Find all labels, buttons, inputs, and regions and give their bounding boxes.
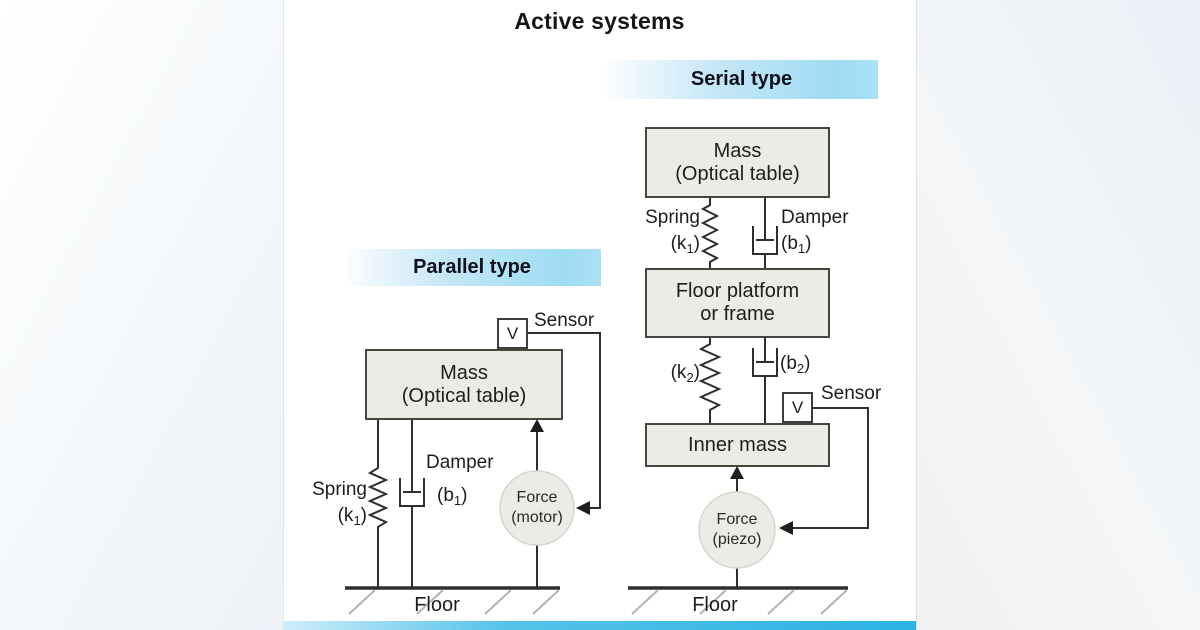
parallel-sensor-label: Sensor: [534, 310, 595, 331]
serial-damper1-label: Damper (b1): [781, 205, 849, 257]
serial-force-line2: (piezo): [712, 531, 762, 548]
parallel-sensor-box: V: [497, 318, 528, 349]
serial-floor-hatching: [631, 589, 848, 615]
background-gradient-right: [916, 0, 1200, 630]
parallel-force-label: Force (motor): [487, 488, 587, 528]
background-gradient-left: [0, 0, 284, 630]
parallel-spring-label: Spring (k1): [267, 477, 367, 529]
serial-force-label: Force (piezo): [687, 510, 787, 550]
serial-sensor-label: Sensor: [821, 383, 882, 404]
bottom-accent-bar: [283, 621, 916, 630]
parallel-force-line1: Force: [516, 489, 558, 506]
parallel-type-banner: Parallel type: [343, 249, 601, 286]
serial-platform-line1: Floor platform: [675, 280, 800, 302]
serial-inner-mass-box: Inner mass: [645, 423, 830, 467]
serial-spring2-constant: (k2): [670, 362, 700, 385]
parallel-floor-hatching: [348, 589, 560, 615]
parallel-spring-name: Spring: [312, 479, 367, 500]
serial-mass-line2: (Optical table): [675, 162, 800, 185]
serial-floor-label: Floor: [692, 594, 738, 616]
parallel-force-line2: (motor): [511, 509, 563, 526]
parallel-damper-constant: (b1): [437, 485, 468, 508]
parallel-floor-label: Floor: [414, 594, 460, 616]
figure-title: Active systems: [514, 8, 685, 34]
serial-damper1-name: Damper: [781, 207, 849, 228]
parallel-damper-symbol: [399, 420, 425, 588]
serial-spring2-symbol: [698, 338, 722, 423]
parallel-mass-box: Mass (Optical table): [365, 349, 563, 420]
serial-inner-mass-label: Inner mass: [688, 433, 787, 456]
serial-mass-line1: Mass: [713, 139, 762, 162]
parallel-force-circle: [499, 470, 575, 546]
serial-sensor-feedback-line: [793, 407, 869, 529]
serial-damper2-constant: (b2): [780, 353, 811, 376]
serial-feedback-arrowhead: [779, 521, 793, 535]
parallel-mass-line1: Mass: [440, 361, 488, 384]
parallel-damper-name: Damper: [426, 452, 494, 473]
serial-sensor-box: V: [782, 392, 813, 423]
parallel-feedback-arrowhead: [576, 501, 590, 515]
serial-spring1-symbol: [700, 198, 720, 268]
serial-force-circle: [698, 491, 776, 569]
parallel-mass-line2: (Optical table): [401, 384, 527, 407]
serial-damper2-symbol: [752, 338, 778, 423]
parallel-spring-constant: (k1): [337, 505, 367, 528]
parallel-sensor-feedback-line: [528, 332, 601, 509]
parallel-spring-symbol: [367, 420, 389, 588]
serial-force-arrowhead: [730, 466, 744, 479]
serial-damper1-symbol: [752, 198, 778, 268]
parallel-force-arrowhead: [530, 419, 544, 432]
serial-damper1-constant: (b1): [781, 233, 812, 256]
serial-spring1-name: Spring: [645, 207, 700, 228]
serial-spring1-constant: (k1): [670, 233, 700, 256]
serial-mass-box: Mass (Optical table): [645, 127, 830, 198]
serial-spring1-label: Spring (k1): [600, 205, 700, 257]
serial-platform-box: Floor platform or frame: [645, 268, 830, 338]
serial-force-line1: Force: [716, 511, 758, 528]
serial-type-banner: Serial type: [605, 60, 878, 99]
serial-platform-line2: or frame: [700, 303, 775, 325]
